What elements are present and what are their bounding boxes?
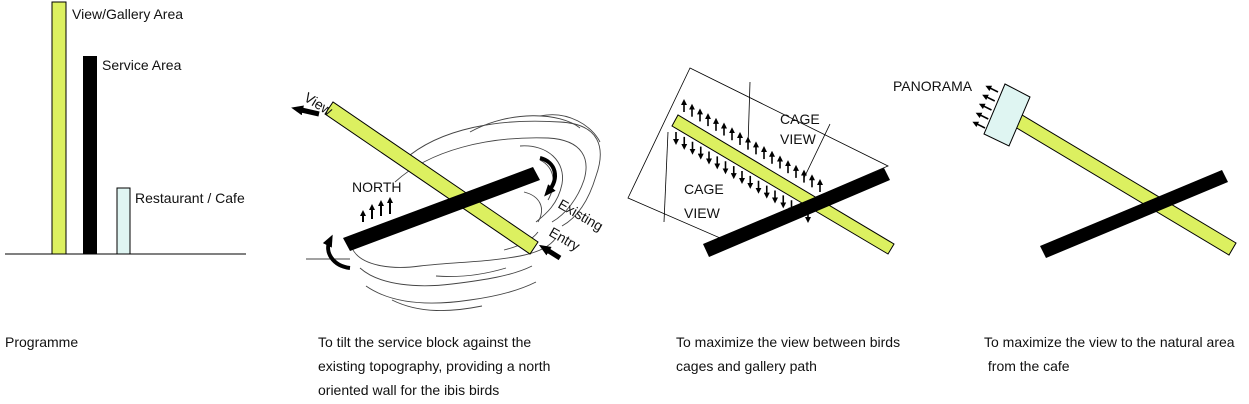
panorama-arrow (975, 112, 989, 120)
rotation-arrow-left (322, 234, 351, 270)
panel2-caption-line-2: existing topography, providing a north (318, 358, 550, 374)
service-area-bar (83, 56, 97, 254)
panel3-caption-line-1: To maximize the view between birds (676, 334, 900, 350)
panel3-caption-line-2: cages and gallery path (676, 358, 817, 374)
north-label: NORTH (352, 179, 402, 195)
panel2-caption-line-1: To tilt the service block against the (318, 334, 531, 350)
rotation-arrow-right (539, 156, 557, 197)
panel-topography: View NORTH Existing Entry To tilt the se… (291, 89, 606, 398)
cage-view-top-line-1: CAGE (780, 111, 820, 127)
panel4-caption-line-2: from the cafe (984, 358, 1070, 374)
gallery-area-bar (51, 1, 67, 255)
cage-divider-3 (663, 131, 669, 223)
cafe-label: Restaurant / Cafe (135, 190, 245, 206)
north-arrows (360, 197, 393, 222)
service-area-label: Service Area (102, 57, 182, 73)
cage-view-bottom-line-2: VIEW (684, 205, 721, 221)
panorama-arrow (982, 94, 996, 102)
entry-label: Entry (547, 224, 583, 254)
panel1-caption: Programme (5, 334, 78, 350)
cage-view-arrows-lower (673, 132, 811, 223)
cage-divider-1 (747, 81, 751, 147)
cage-view-bottom-line-1: CAGE (684, 181, 724, 197)
cafe-bar (116, 187, 131, 255)
entry-arrow (538, 244, 562, 261)
service-block (343, 167, 540, 251)
panel-programme: View/Gallery Area Service Area Restauran… (5, 1, 246, 350)
cafe-block (983, 83, 1031, 147)
panorama-arrow (972, 121, 986, 129)
panorama-arrows (972, 85, 999, 129)
panel2-caption-line-3: oriented wall for the ibis birds (318, 382, 499, 398)
panorama-arrow (985, 85, 999, 93)
panorama-arrow (978, 103, 992, 111)
cage-divider-2 (803, 123, 831, 179)
service-block-3 (703, 168, 890, 257)
panel-cage-view: CAGE VIEW CAGE VIEW To maximize the view… (627, 67, 900, 374)
gallery-area-label: View/Gallery Area (72, 6, 183, 22)
panel4-caption-line-1: To maximize the view to the natural area (984, 334, 1235, 350)
cage-view-arrows-upper (681, 99, 823, 192)
panel-panorama: PANORAMA To maximize the view to the nat… (893, 78, 1237, 374)
cage-view-top-line-2: VIEW (780, 131, 817, 147)
panorama-label: PANORAMA (893, 78, 973, 94)
service-block-4 (1040, 170, 1228, 258)
view-arrow (291, 105, 320, 117)
